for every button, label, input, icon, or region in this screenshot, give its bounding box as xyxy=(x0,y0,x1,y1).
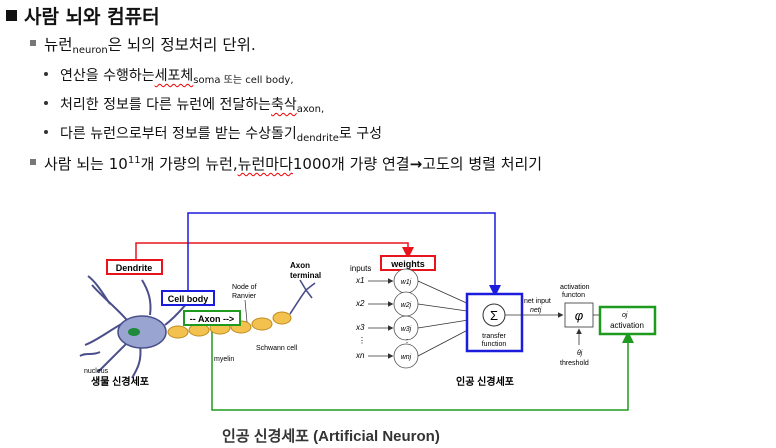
figure-caption: 인공 신경세포 (Artificial Neuron) xyxy=(222,428,440,445)
dendrite-label: Dendrite xyxy=(116,263,153,273)
square-bullet-icon xyxy=(30,159,36,165)
axon-terminal-label-2: terminal xyxy=(290,271,321,280)
dot-bullet-icon xyxy=(44,130,48,134)
dendrite-label-box xyxy=(106,259,163,275)
net-input-label-2: netj xyxy=(530,307,542,314)
net-input-label-1: net input xyxy=(524,298,551,305)
axon-label-box xyxy=(183,310,241,326)
schwann-label: Schwann cell xyxy=(256,345,298,352)
bio-neuron-caption: 생물 신경세포 xyxy=(91,375,149,388)
inputs-label: inputs xyxy=(350,264,371,273)
threshold-label: threshold xyxy=(560,360,589,367)
svg-text:xn: xn xyxy=(355,351,365,360)
node-label-1: Node of xyxy=(232,284,257,291)
activation-func-label-2: functon xyxy=(562,292,585,299)
svg-text:x2: x2 xyxy=(355,299,365,308)
slide-title: 사람 뇌와 컴퓨터 xyxy=(6,2,160,29)
svg-text:x1: x1 xyxy=(355,276,364,285)
axon-label: -- Axon --> xyxy=(190,314,234,324)
title-text: 사람 뇌와 컴퓨터 xyxy=(24,6,160,28)
theta-label: θj xyxy=(577,350,583,357)
nucleus-shape xyxy=(128,328,140,336)
cellbody-connector xyxy=(187,212,501,297)
svg-text:⋮: ⋮ xyxy=(403,338,411,347)
cellbody-label-box xyxy=(161,290,215,306)
svg-text:w2j: w2j xyxy=(401,302,412,309)
cellbody-label: Cell body xyxy=(168,294,209,304)
cell-body-shape xyxy=(117,315,167,349)
myelin-label: myelin xyxy=(214,356,234,363)
svg-text:w3j: w3j xyxy=(401,326,412,333)
activation-func-label-1: activation xyxy=(560,284,590,291)
input-rows: x1 w1j x2 w2j x3 w3j ⋮ ⋮ xn wnj xyxy=(355,268,419,369)
artificial-neuron-caption: 인공 신경세포 xyxy=(456,375,514,388)
axon-connector xyxy=(211,325,634,411)
square-bullet-icon xyxy=(6,10,17,21)
svg-text:wnj: wnj xyxy=(401,354,412,361)
svg-text:x3: x3 xyxy=(355,323,365,332)
phi-symbol: φ xyxy=(575,308,584,323)
axon-terminal-label-1: Axon xyxy=(290,261,310,270)
oj-label: oj xyxy=(622,312,628,319)
node-label-2: Ranvier xyxy=(232,293,257,300)
activation-output-box xyxy=(598,305,657,336)
dendrite-connector xyxy=(135,242,414,260)
arrow-right-icon: → xyxy=(409,155,423,173)
svg-text:w1j: w1j xyxy=(401,279,412,286)
weights-label: weights xyxy=(390,259,425,269)
activation-function-box xyxy=(564,302,594,328)
transfer-label-2: function xyxy=(482,341,507,348)
sigma-symbol: Σ xyxy=(490,308,498,323)
svg-text:⋮: ⋮ xyxy=(358,336,366,345)
nucleus-label: nucleus xyxy=(84,368,109,375)
transfer-label-1: transfer xyxy=(482,333,506,340)
axon-terminal-drawing xyxy=(289,279,316,315)
square-bullet-icon xyxy=(30,40,36,46)
node-leader xyxy=(244,299,248,323)
dot-bullet-icon xyxy=(44,72,48,76)
dot-bullet-icon xyxy=(44,101,48,105)
activation-output-label: activation xyxy=(610,321,644,330)
